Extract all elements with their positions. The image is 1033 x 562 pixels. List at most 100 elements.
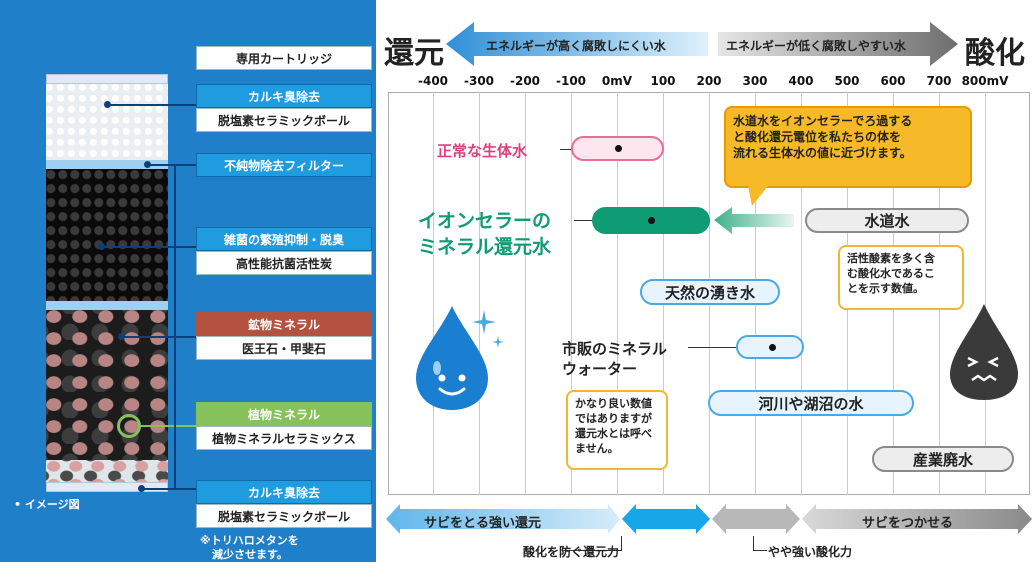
- scale-tick-label: 700: [926, 74, 952, 88]
- grimacing-water-drop-icon: [950, 304, 1018, 400]
- scale-tick-label: 400: [788, 74, 814, 88]
- callout-pointer: [748, 186, 768, 206]
- scale-tick-label: -300: [463, 74, 495, 88]
- image-note: • イメージ図: [14, 498, 80, 511]
- anti-oxidation-label: 酸化を防ぐ還元力: [523, 545, 620, 559]
- label-ceramic-top: 脱塩素セラミックボール: [196, 108, 372, 132]
- active-oxygen-callout-line: む酸化水であるこ: [847, 266, 935, 280]
- bottled-water-label-2: ウォーター: [562, 360, 638, 378]
- scale-tick-label: 100: [650, 74, 676, 88]
- arrow-left-text: エネルギーが高く腐敗しにくい水: [486, 39, 666, 53]
- label-cartridge: 専用カートリッジ: [196, 46, 372, 70]
- normal-body-label: 正常な生体水: [437, 142, 528, 160]
- bottled-water-callout: かなり良い数値 ではありますが 還元水とは呼べ ません。: [566, 390, 668, 470]
- active-oxygen-callout: 活性酸素を多く含 む酸化水であるこ とを示す数値。: [838, 245, 964, 310]
- strong-reduction-label: サビをとる強い還元: [424, 516, 542, 531]
- trihalomethane-note-2: 減少させます。: [212, 548, 288, 561]
- trihalomethane-note-1: ※トリハロメタンを: [200, 534, 299, 547]
- cartridge-panel: 専用カートリッジ カルキ臭除去 脱塩素セラミックボール 不純物除去フィルター 雑…: [0, 0, 376, 562]
- label-mineral-ore: 鉱物ミネラル: [196, 312, 372, 336]
- bottom-bands: [386, 504, 1032, 534]
- grid-line: [433, 92, 434, 495]
- scale-tick-label: 0mV: [601, 74, 633, 88]
- leader-line: [753, 536, 754, 550]
- connector-dot: [98, 243, 105, 250]
- activated-carbon-layer: [46, 169, 168, 301]
- filtration-callout-line: 流れる生体水の値に近づけます。: [733, 146, 912, 161]
- oxidation-title: 酸化: [965, 36, 1025, 71]
- separator-layer: [46, 301, 168, 310]
- connector-line: [102, 246, 196, 248]
- ceramic-ball-layer-top: [46, 84, 168, 160]
- scale-tick-label: -400: [417, 74, 449, 88]
- grid-line: [985, 92, 986, 495]
- happy-water-drop-icon: [416, 306, 504, 410]
- slightly-oxidation-band: [712, 504, 800, 534]
- leader-line: [574, 220, 594, 221]
- leader-line: [562, 550, 622, 551]
- connector-dot: [104, 101, 111, 108]
- plant-mineral-highlight: [117, 414, 141, 438]
- label-ore-names: 医王石・甲斐石: [196, 336, 372, 360]
- scale-tick-label: -100: [555, 74, 587, 88]
- spring-water-range: 天然の湧き水: [640, 279, 780, 305]
- arrow-right-text: エネルギーが低く腐敗しやすい水: [726, 39, 906, 53]
- cartridge-bottom-cap: [46, 482, 168, 492]
- improvement-arrow-icon: [714, 207, 794, 234]
- connector-dot: [138, 485, 145, 492]
- grid-line: [801, 92, 802, 495]
- anti-oxidation-band: [622, 504, 710, 534]
- cartridge-top-cap: [46, 74, 168, 84]
- label-carbon: 高性能抗菌活性炭: [196, 251, 372, 275]
- grid-line: [571, 92, 572, 495]
- scale-tick-label: 600: [880, 74, 906, 88]
- label-chlorine-top: カルキ臭除去: [196, 84, 372, 108]
- grid-line: [479, 92, 480, 495]
- connector-dot: [118, 333, 125, 340]
- label-plant-ceramics: 植物ミネラルセラミックス: [196, 426, 372, 450]
- connector-line: [142, 488, 196, 490]
- sparkle-icon: [472, 310, 504, 348]
- mineral-stone-layer: [46, 310, 168, 460]
- strong-reduction-band: [386, 504, 620, 534]
- ceramic-ball-layer-bottom: [46, 460, 168, 482]
- active-oxygen-callout-line: とを示す数値。: [847, 281, 924, 295]
- reduction-arrow: [446, 22, 708, 66]
- rust-oxidation-label: サビをつかせる: [862, 516, 954, 531]
- filtration-callout-line: と酸化還元電位を私たちの体を: [733, 130, 902, 145]
- label-ceramic-bottom: 脱塩素セラミックボール: [196, 504, 372, 528]
- connector-line: [148, 164, 196, 166]
- normal-body-dot: [615, 145, 622, 152]
- tap-water-range: 水道水: [805, 208, 969, 233]
- bottled-water-callout-line: かなり良い数値: [575, 397, 652, 410]
- scale-tick-label: 500: [834, 74, 860, 88]
- label-plant-mineral: 植物ミネラル: [196, 402, 372, 426]
- active-oxygen-callout-line: 活性酸素を多く含: [847, 252, 935, 265]
- ion-water-dot: [648, 217, 655, 224]
- leader-line: [621, 536, 622, 550]
- bottled-water-dot: [769, 344, 776, 351]
- connector-line: [108, 104, 196, 106]
- ion-water-label-2: ミネラル還元水: [418, 236, 552, 258]
- reduction-title: 還元: [384, 36, 444, 71]
- slightly-oxidation-label: やや強い酸化力: [768, 545, 853, 559]
- ion-water-label-1: イオンセラーの: [418, 210, 552, 232]
- leader-line: [753, 550, 767, 551]
- bottled-water-callout-line: ではありますが: [575, 411, 652, 425]
- grid-line: [617, 92, 618, 495]
- scale-tick-label: 200: [696, 74, 722, 88]
- grid-line: [525, 92, 526, 495]
- bottled-water-callout-line: ません。: [575, 441, 619, 455]
- connector-dot: [144, 161, 151, 168]
- scale-tick-label: 800mV: [961, 74, 1009, 88]
- energy-arrows: [446, 22, 958, 66]
- connector-vertical: [174, 164, 176, 488]
- oxidation-arrow: [718, 22, 958, 66]
- bottled-water-label-1: 市販のミネラル: [562, 340, 668, 358]
- label-bacteria: 雑菌の繁殖抑制・脱臭: [196, 227, 372, 251]
- industrial-waste-range: 産業廃水: [872, 446, 1014, 472]
- bottled-water-callout-line: 還元水とは呼べ: [575, 426, 652, 440]
- leader-line: [688, 347, 772, 348]
- filtration-callout: 水道水をイオンセラーでろ過する と酸化還元電位を私たちの体を 流れる生体水の値に…: [724, 106, 972, 188]
